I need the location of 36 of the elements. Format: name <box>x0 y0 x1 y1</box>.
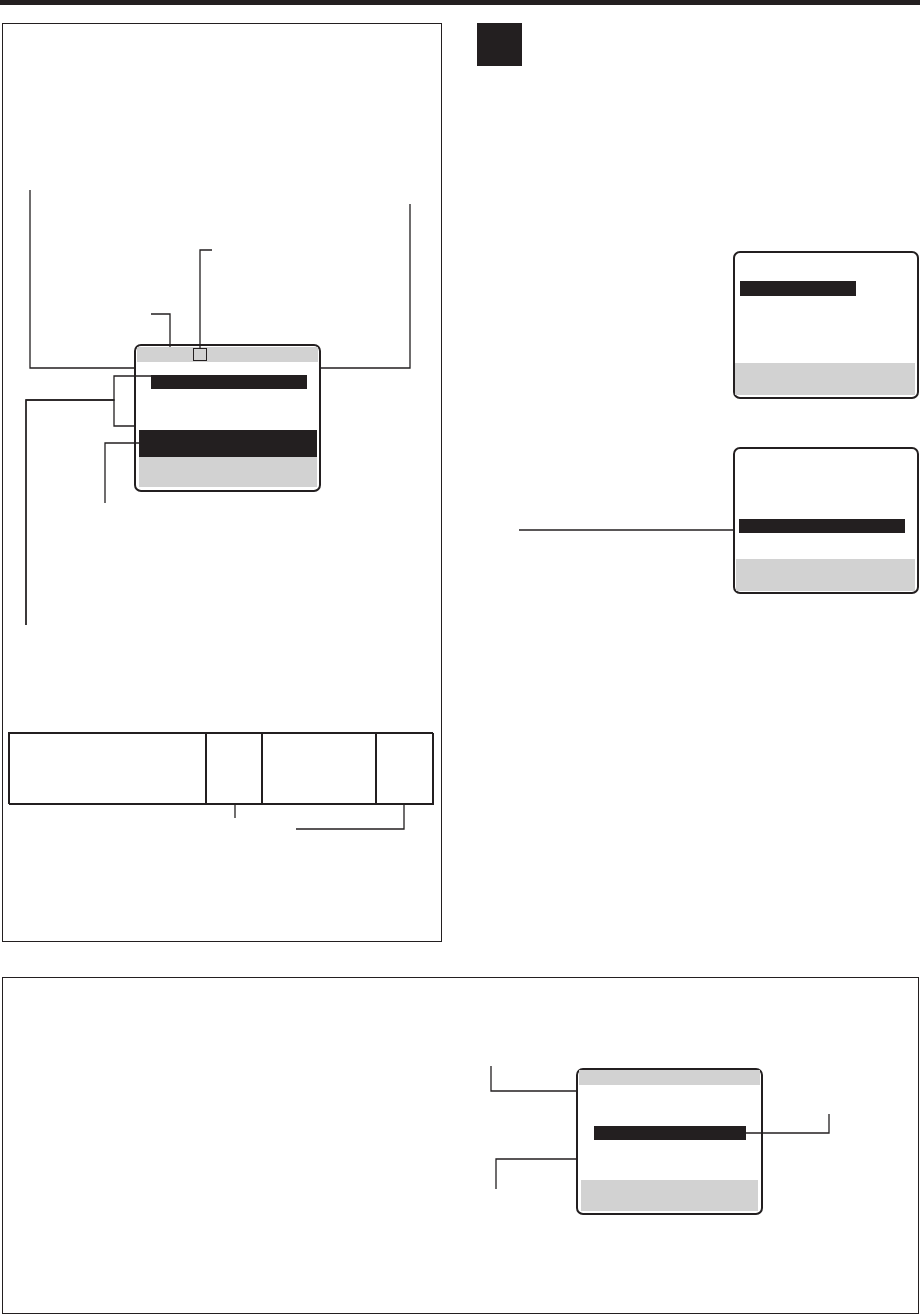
title-bar <box>578 1069 760 1085</box>
highlight-bar <box>150 374 307 389</box>
status-bar <box>735 363 915 395</box>
leader-line <box>295 804 405 830</box>
leader-line <box>495 1158 577 1190</box>
menu-screen <box>733 447 919 594</box>
status-bar <box>736 559 915 591</box>
leader-line <box>234 804 236 819</box>
leader-line <box>490 1065 577 1092</box>
status-bar <box>138 456 317 487</box>
leader-line <box>745 1113 830 1134</box>
highlight-bar <box>739 519 905 533</box>
leader-line <box>25 399 135 626</box>
table-cell <box>261 732 378 805</box>
leader-line <box>29 189 135 369</box>
instruction-panel <box>2 977 919 1314</box>
table-cell <box>375 732 434 805</box>
highlight-bar <box>138 429 317 457</box>
leader-line <box>320 203 411 369</box>
menu-screen <box>733 251 919 399</box>
table-cell <box>205 732 264 805</box>
leader-line <box>150 313 171 348</box>
leader-line <box>199 249 213 349</box>
instruction-panel <box>2 23 442 942</box>
table-cell <box>8 732 208 805</box>
menu-screen <box>133 343 321 492</box>
highlight-bar <box>740 281 856 296</box>
cursor-marker-icon <box>192 347 207 361</box>
highlight-bar <box>593 1125 746 1140</box>
menu-screen <box>575 1067 763 1215</box>
leader-line <box>518 529 734 531</box>
status-bar <box>580 1179 758 1211</box>
title-bar <box>136 346 318 362</box>
step-number-tile <box>477 23 522 66</box>
data-table <box>8 732 434 805</box>
leader-line <box>104 442 140 504</box>
